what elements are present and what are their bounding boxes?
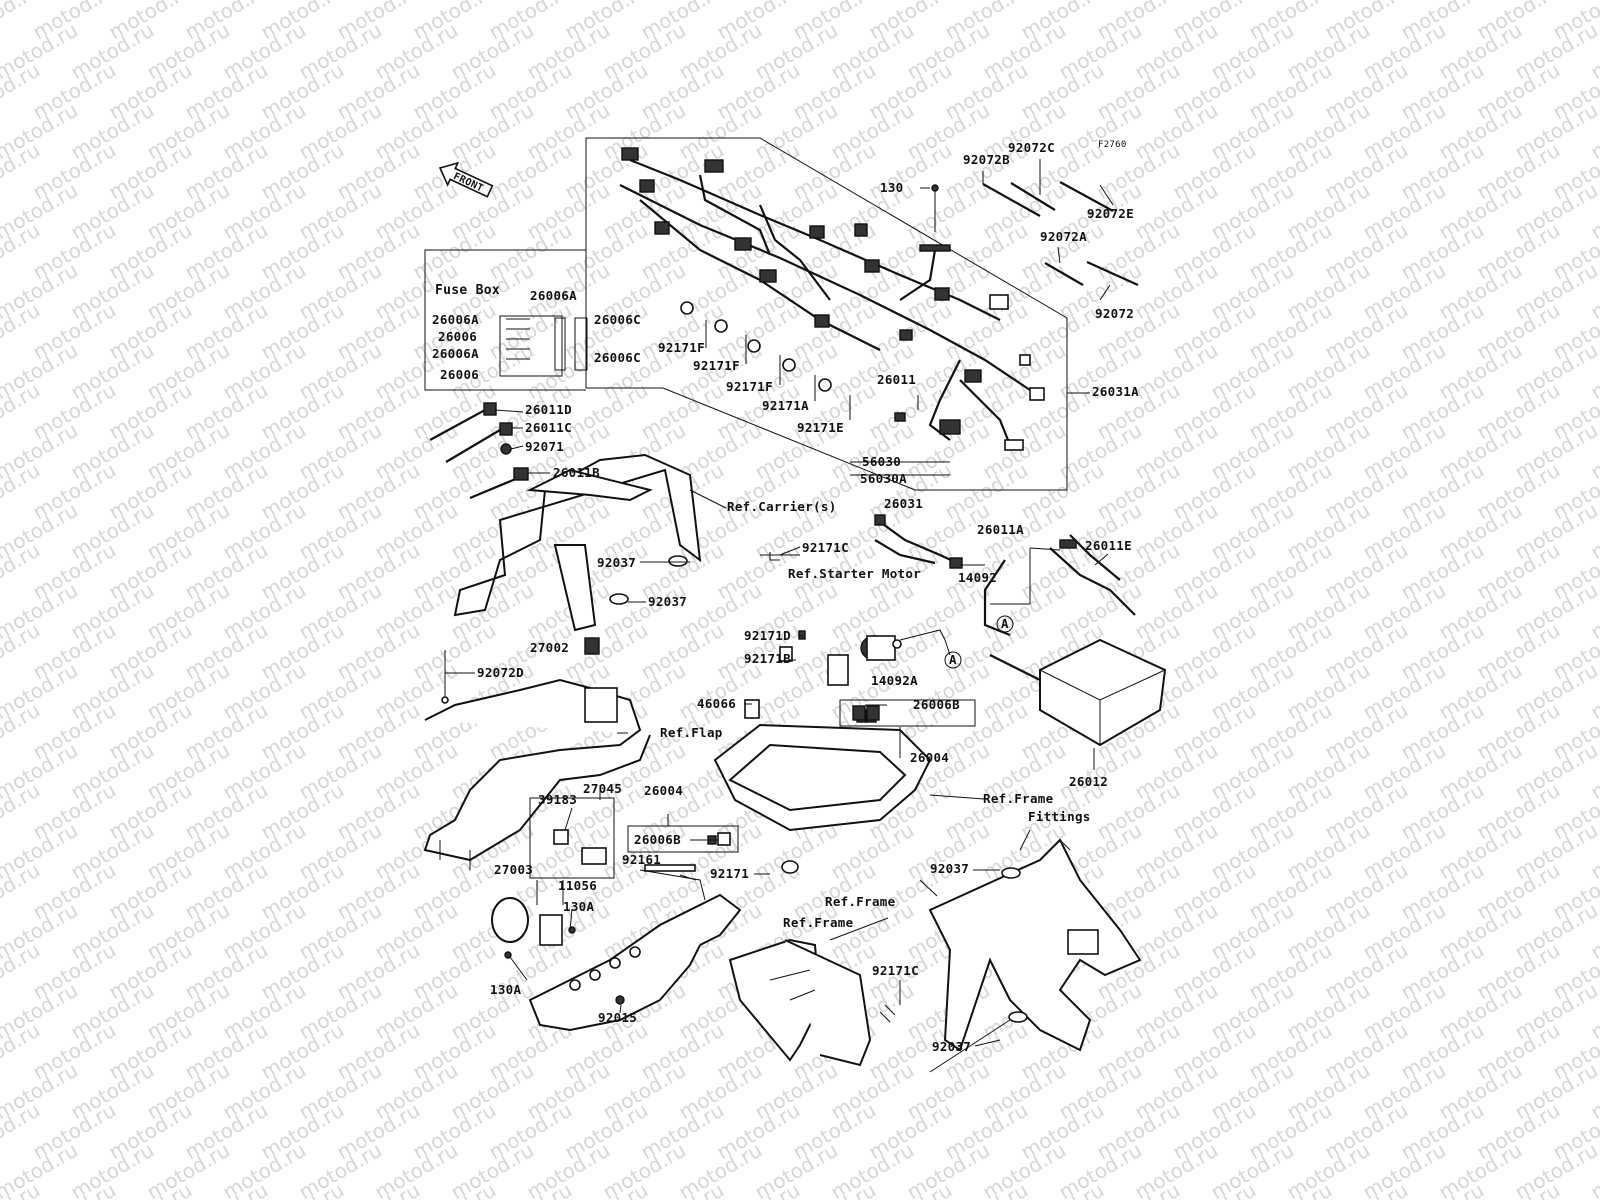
frame-fittings-drawing [879, 829, 1142, 1052]
fuse-label-4: 26006A [432, 346, 479, 361]
callout: 11056 [558, 878, 597, 893]
battery-drawing [983, 534, 1167, 747]
circle-a-marker [944, 651, 962, 669]
callout: 26006B [634, 832, 681, 847]
starter-harness-drawing [760, 514, 963, 569]
battery-case-drawing [713, 629, 951, 832]
grommets-drawing [680, 301, 832, 392]
callout: 92171F [658, 340, 705, 355]
callout: Ref.Starter Motor [788, 566, 921, 581]
fuse-box-title: Fuse Box [435, 283, 500, 298]
callout: 56030A [860, 471, 907, 486]
callout: Ref.Carrier(s) [727, 499, 837, 514]
callout: 92072E [1087, 206, 1134, 221]
callout: 39183 [538, 792, 577, 807]
callout: 56030 [862, 454, 901, 469]
callout: 46066 [697, 696, 736, 711]
callout: 92171A [762, 398, 809, 413]
callout: Ref.Frame [783, 915, 854, 930]
callout: 26004 [910, 750, 949, 765]
callout: Ref.Frame [825, 894, 896, 909]
callout: 26012 [1069, 774, 1108, 789]
sensors-drawing [429, 402, 529, 500]
callout: 92171B [744, 651, 791, 666]
callout: 92071 [525, 439, 564, 454]
callout-circle-a: A [1001, 616, 1009, 631]
cable-ties-drawing [919, 181, 1139, 287]
callout: 92171C [802, 540, 849, 555]
fuse-label-6: 26006C [594, 312, 641, 327]
callout: 92072 [1095, 306, 1134, 321]
callout: 26031 [884, 496, 923, 511]
leader-lines [445, 159, 1114, 1073]
circle-a-marker [996, 615, 1014, 633]
callout: 92171E [797, 420, 844, 435]
callout: Ref.Flap [660, 725, 723, 740]
callout: 130A [490, 982, 521, 997]
callout: 92161 [622, 852, 661, 867]
callout: 130A [563, 899, 594, 914]
callout: 26006B [913, 697, 960, 712]
callout: Ref.Frame [983, 791, 1054, 806]
callout: 26011D [525, 402, 572, 417]
rear-fender-drawing [423, 637, 651, 870]
callout: 92037 [932, 1039, 971, 1054]
callout: 92171C [872, 963, 919, 978]
front-frame-drawing [491, 864, 872, 1067]
callout: 27045 [583, 781, 622, 796]
callout: 27003 [494, 862, 533, 877]
callout: 92171D [744, 628, 791, 643]
callout: 92072B [963, 152, 1010, 167]
callout: 26011C [525, 420, 572, 435]
callout: 27002 [530, 640, 569, 655]
fuse-label-3: 26006 [438, 329, 477, 344]
callout: 26011A [977, 522, 1024, 537]
callout: Fittings [1028, 809, 1091, 824]
callout: 26004 [644, 783, 683, 798]
fuse-label-7: 26006C [594, 350, 641, 365]
callout: 92171F [726, 379, 773, 394]
labels: Fuse Box 26006A 26006A 26006 26006A 2600… [432, 140, 1139, 1054]
callout: 92015 [598, 1010, 637, 1025]
main-harness-drawing [619, 147, 1045, 451]
fuse-label-1: 26006A [530, 288, 577, 303]
fuse-label-5: 26006 [440, 367, 479, 382]
harness-outline [424, 137, 1068, 491]
callout: 92037 [648, 594, 687, 609]
carrier-frame-drawing [453, 453, 702, 632]
fuse-box-drawing [499, 315, 588, 377]
callout: 130 [880, 180, 903, 195]
callout: 26011 [877, 372, 916, 387]
callout: 14092A [871, 673, 918, 688]
diagram-code: F2760 [1098, 140, 1127, 150]
callout: 92072D [477, 665, 524, 680]
callout: 26011E [1085, 538, 1132, 553]
callout: 26031A [1092, 384, 1139, 399]
callout: 26011B [553, 465, 600, 480]
callout: 92072A [1040, 229, 1087, 244]
callout: 92171F [693, 358, 740, 373]
fuse-label-2: 26006A [432, 312, 479, 327]
callout: 92171 [710, 866, 749, 881]
callout: 92072C [1008, 140, 1055, 155]
callout: 14092 [958, 570, 997, 585]
callout-circle-a: A [949, 652, 957, 667]
boxed-parts-drawing [529, 699, 976, 879]
callout: 92037 [597, 555, 636, 570]
callout: 92037 [930, 861, 969, 876]
